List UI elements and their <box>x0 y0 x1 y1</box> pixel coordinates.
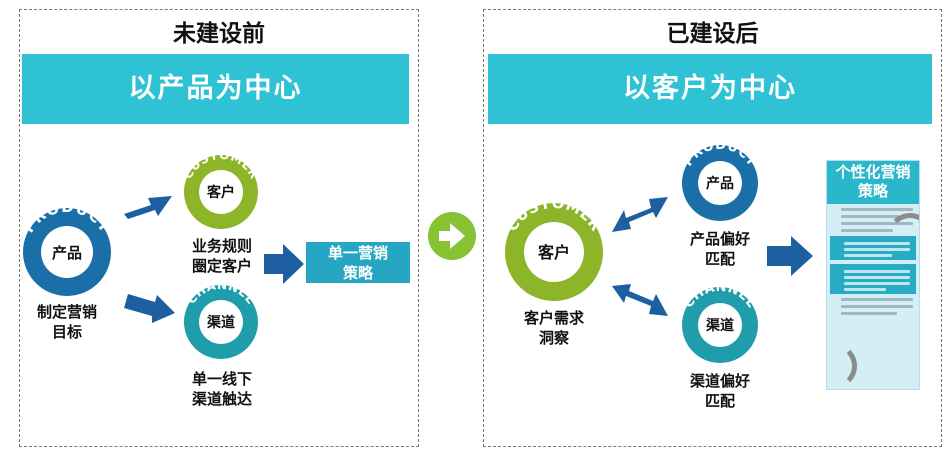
after-title: 已建设后 <box>666 21 759 47</box>
after-customer-caption: 客户需求洞察 <box>523 309 584 347</box>
before-panel <box>19 9 419 447</box>
before-product-circle: PRODUCT 产品 <box>19 198 114 296</box>
after-panel <box>483 9 942 447</box>
after-channel-caption: 渠道偏好匹配 <box>689 372 750 410</box>
after-channel-inner: 渠道 <box>705 317 734 334</box>
after-banner: 以客户为中心 <box>488 54 932 124</box>
doc-text-line <box>841 305 913 308</box>
before-product-inner: 产品 <box>52 244 82 262</box>
doc-title: 个性化营销策略 <box>827 161 919 204</box>
strategy-document-thumbnail: 个性化营销策略 <box>826 160 920 390</box>
doc-text-line <box>841 208 913 211</box>
after-product-circle: PRODUCT 产品 <box>681 138 759 221</box>
doc-text-line <box>841 222 913 225</box>
before-title: 未建设前 <box>173 21 265 47</box>
before-arrow-to-channel <box>124 294 175 323</box>
after-double-arrow-channel <box>612 284 668 316</box>
doc-text-line <box>841 215 899 218</box>
doc-text-line <box>841 312 897 315</box>
after-channel-circle: CHANNEL 渠道 <box>681 280 759 363</box>
doc-gauge-graphic <box>887 213 919 259</box>
doc-text-line <box>841 229 893 232</box>
after-double-arrow-product <box>612 197 668 232</box>
doc-highlight-band <box>830 264 916 294</box>
before-customer-inner: 客户 <box>206 184 235 201</box>
after-customer-inner: 客户 <box>538 243 570 262</box>
doc-text-line <box>841 298 913 301</box>
before-customer-caption: 业务规则圈定客户 <box>191 237 252 275</box>
before-product-caption: 制定营销目标 <box>36 303 97 341</box>
before-channel-inner: 渠道 <box>206 314 235 331</box>
before-customer-circle: CUSTOMER 客户 <box>180 148 261 229</box>
doc-gauge-graphic <box>827 343 857 389</box>
after-arrow-to-doc <box>767 236 813 276</box>
before-arrow-to-box <box>264 244 304 284</box>
after-product-inner: 产品 <box>706 175 734 192</box>
before-arrow-to-customer <box>124 196 172 219</box>
after-customer-circle: CUSTOMER 客户 <box>503 194 605 301</box>
after-product-caption: 产品偏好匹配 <box>689 230 750 268</box>
before-banner: 以产品为中心 <box>22 54 409 124</box>
before-channel-circle: CHANNEL 渠道 <box>184 278 258 359</box>
before-result-box: 单一营销策略 <box>306 242 410 283</box>
before-channel-caption: 单一线下渠道触达 <box>191 370 252 408</box>
right-arrow-circle-icon <box>428 212 476 260</box>
